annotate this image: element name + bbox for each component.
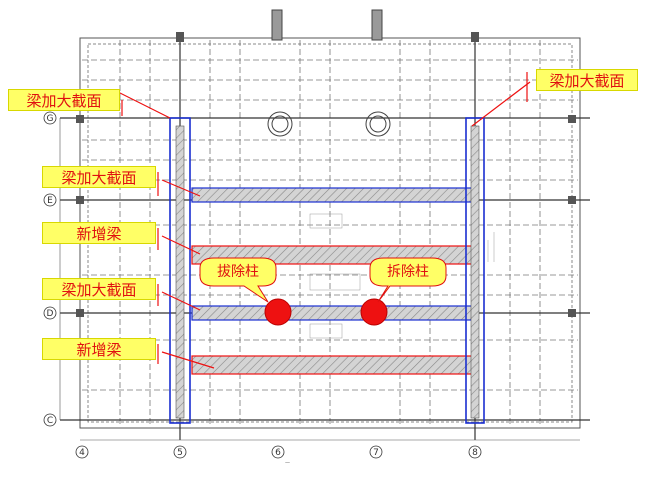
leader-lines bbox=[117, 72, 531, 369]
axis-bubble-bottom bbox=[369, 445, 383, 459]
circular-openings bbox=[267, 111, 391, 137]
axis-label-left: G bbox=[47, 114, 54, 124]
callout-bubbles bbox=[199, 257, 447, 303]
label-top-left: 梁加大截面 bbox=[8, 89, 120, 111]
beam-annotations bbox=[309, 213, 495, 339]
axis-bubble-bottom bbox=[75, 445, 89, 459]
removed-column-right bbox=[360, 298, 388, 326]
callout-left: 拔除柱 bbox=[217, 264, 259, 280]
axis-label-bottom: 8 bbox=[472, 448, 478, 458]
vertical-enlarged-beams bbox=[169, 117, 485, 424]
axis-label-bottom: 5 bbox=[177, 448, 183, 458]
axis-bubble-bottom bbox=[271, 445, 285, 459]
axis-bubble-left bbox=[43, 306, 57, 320]
axis-label-left: D bbox=[47, 309, 54, 319]
label-left-1: 梁加大截面 bbox=[42, 166, 156, 188]
removed-columns bbox=[264, 298, 388, 326]
label-left-3: 梁加大截面 bbox=[42, 278, 156, 300]
axis-bubble-bottom bbox=[173, 445, 187, 459]
label-left-4: 新增梁 bbox=[42, 338, 156, 360]
drawing-caption: — bbox=[285, 460, 290, 466]
axis-label-bottom: 7 bbox=[373, 448, 379, 458]
axis-bubbles: 4 5 6 7 8 G E D C bbox=[43, 111, 482, 459]
wall-columns bbox=[76, 32, 576, 317]
axis-bubble-left bbox=[43, 413, 57, 427]
joists-horizontal bbox=[82, 59, 578, 391]
axis-bubble-bottom bbox=[468, 445, 482, 459]
label-left-2: 新增梁 bbox=[42, 222, 156, 244]
removed-column-left bbox=[264, 298, 292, 326]
axis-label-bottom: 6 bbox=[275, 448, 281, 458]
axis-bubble-left bbox=[43, 111, 57, 125]
axis-bubble-left bbox=[43, 193, 57, 207]
callout-right: 拆除柱 bbox=[387, 264, 429, 280]
axis-label-bottom: 4 bbox=[79, 448, 85, 458]
label-top-right: 梁加大截面 bbox=[536, 69, 638, 91]
axis-label-left: E bbox=[47, 196, 53, 206]
axis-label-left: C bbox=[47, 416, 53, 426]
top-wall-stubs bbox=[271, 9, 383, 41]
